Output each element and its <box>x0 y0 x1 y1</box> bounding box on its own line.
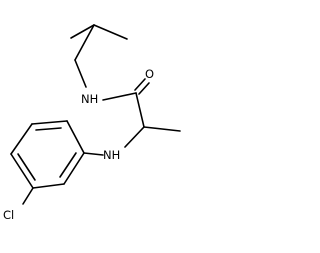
bond-methyl-right <box>93 24 128 40</box>
ring-bond-6 <box>63 152 85 185</box>
amine-nh-label: NH <box>103 148 120 162</box>
bond-alpha-nh <box>124 126 145 148</box>
ring-inner-double-2 <box>17 153 36 181</box>
bond-ch2-nh <box>74 59 87 88</box>
bond-carbonyl-alpha <box>135 92 145 128</box>
amide-nh-label: NH <box>81 92 98 106</box>
bond-nh-carbonyl <box>102 92 137 101</box>
bonds <box>10 24 181 205</box>
bond-ch-ch2 <box>74 24 95 61</box>
bond-carbonyl-double-2 <box>138 82 150 95</box>
atom-labels: O NH NH Cl <box>3 67 154 222</box>
oxygen-label: O <box>145 67 154 81</box>
ring-inner-double-1 <box>35 127 62 131</box>
ring-bond-2 <box>31 120 68 125</box>
ring-bond-3 <box>10 123 33 155</box>
bond-nh-ring <box>83 152 104 156</box>
ring-inner-double-3 <box>59 152 77 178</box>
ring-bond-5 <box>32 183 65 189</box>
chemical-structure: O NH NH Cl <box>3 24 181 222</box>
bond-alpha-methyl <box>143 126 181 132</box>
bond-methyl-left <box>70 24 95 39</box>
ring-bond-4 <box>10 153 34 189</box>
chlorine-label: Cl <box>3 208 14 222</box>
bond-carbonyl-double-1 <box>134 78 146 91</box>
bond-ring-chlorine <box>22 187 34 205</box>
ring-bond-1 <box>66 120 85 154</box>
